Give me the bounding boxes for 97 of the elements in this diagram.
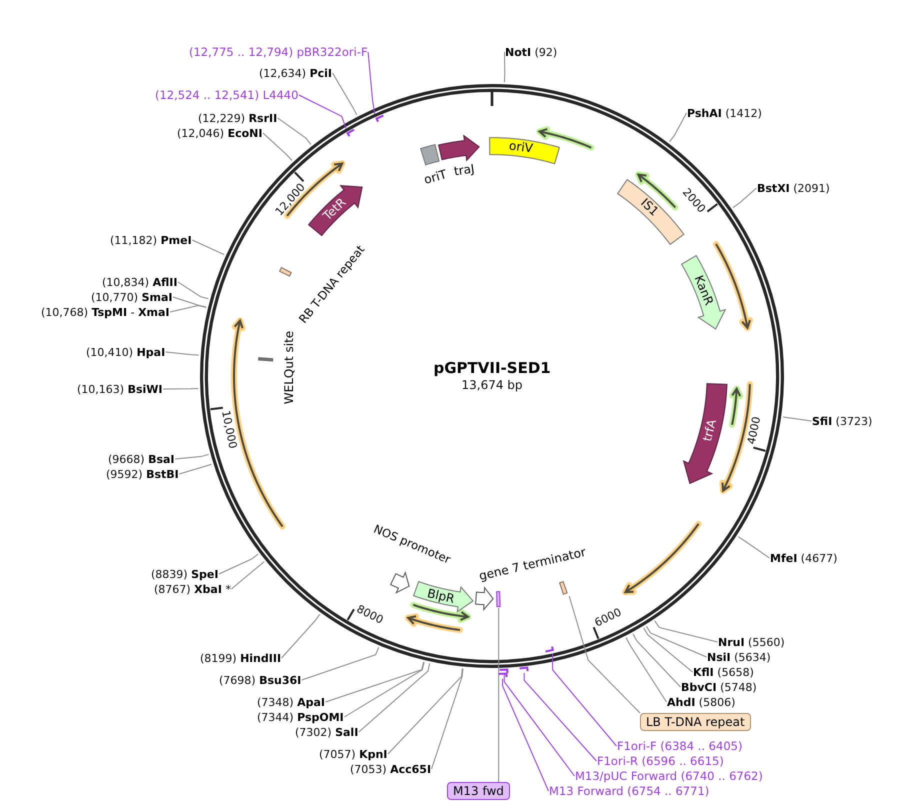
leader-line bbox=[277, 118, 312, 145]
primer-mark bbox=[544, 645, 554, 654]
scale-label: 6000 bbox=[593, 606, 624, 629]
feature-label: WELQut site bbox=[282, 331, 296, 405]
leader-line bbox=[172, 296, 207, 308]
leader-line bbox=[431, 668, 464, 770]
restriction-site-label: (7698) Bsu36I bbox=[219, 674, 302, 686]
primer-label: M13/pUC Forward (6740 .. 6762) bbox=[575, 770, 763, 782]
scale-label: 4000 bbox=[746, 415, 763, 446]
restriction-site-label: PshAI (1412) bbox=[687, 106, 762, 120]
restriction-site-label: (7344) PspOMI bbox=[257, 710, 344, 724]
primer-mark bbox=[498, 668, 510, 675]
restriction-site-label: (10,163) BsiWI bbox=[77, 382, 163, 396]
restriction-site-label: KflI (5658) bbox=[693, 666, 754, 678]
leader-line bbox=[344, 662, 425, 718]
restriction-site-label: (10,834) AflII bbox=[102, 276, 178, 288]
restriction-site-label: (8767) XbaI* bbox=[154, 582, 231, 596]
restriction-site-label: (9668) BsaI bbox=[108, 452, 175, 466]
primer-label: (12,524 .. 12,541) L4440 bbox=[155, 88, 298, 102]
feature-label: trfA bbox=[701, 418, 720, 442]
leader-line bbox=[324, 661, 424, 702]
leader-line bbox=[170, 305, 207, 312]
restriction-site-label: (7053) Acc65I bbox=[350, 762, 432, 776]
leader-line bbox=[632, 633, 681, 688]
leader-line bbox=[368, 52, 376, 115]
leader-line bbox=[669, 112, 687, 142]
leader-line bbox=[178, 464, 212, 474]
restriction-site-label: NsiI (5634) bbox=[707, 650, 771, 664]
feature-label: BlpR bbox=[426, 586, 456, 606]
restriction-site-label: (7302) SalI bbox=[295, 726, 358, 738]
primer-mark bbox=[374, 114, 385, 124]
scale-label: 8000 bbox=[355, 604, 386, 626]
restriction-site-label: (12,229) RsrII bbox=[198, 112, 278, 124]
restriction-site-label: MfeI (4677) bbox=[770, 552, 838, 564]
leader-line bbox=[387, 668, 463, 754]
leader-line bbox=[218, 554, 259, 574]
leader-line bbox=[301, 646, 380, 680]
leader-line bbox=[568, 596, 640, 714]
restriction-site-label: (9592) BstBI bbox=[106, 468, 179, 480]
restriction-site-label: NruI (5560) bbox=[718, 636, 785, 648]
leader-line bbox=[298, 94, 346, 129]
leader-line bbox=[332, 72, 358, 116]
leader-line bbox=[732, 188, 757, 208]
restriction-site-label: BstXI (2091) bbox=[757, 182, 830, 194]
restriction-site-label: (10,770) SmaI bbox=[91, 290, 172, 304]
leader-line bbox=[654, 620, 718, 642]
feature-label: IS1 bbox=[638, 196, 660, 220]
leader-line bbox=[174, 454, 210, 460]
leader-line bbox=[498, 608, 500, 782]
primer-mark bbox=[346, 128, 356, 138]
leader-line bbox=[358, 662, 430, 732]
primer-label: (12,775 .. 12,794) pBR322ori-F bbox=[189, 46, 368, 58]
leader-line bbox=[504, 52, 506, 83]
leader-line bbox=[230, 561, 265, 590]
feature-callout: LB T-DNA repeat bbox=[640, 713, 751, 731]
feature-label: oriV bbox=[508, 140, 534, 156]
restriction-site-label: (12,046) EcoNI bbox=[177, 126, 262, 140]
primer-mark bbox=[496, 672, 508, 679]
leader-line bbox=[552, 653, 617, 746]
restriction-site-label: AhdI (5806) bbox=[667, 696, 736, 708]
plasmid-size: 13,674 bp bbox=[462, 378, 523, 392]
leader-line bbox=[524, 672, 597, 762]
leader-line bbox=[782, 416, 812, 422]
leader-line bbox=[281, 614, 320, 658]
primer-label: M13 Forward (6754 .. 6771) bbox=[549, 784, 710, 798]
scale-label: 10,000 bbox=[220, 410, 238, 450]
leader-line bbox=[177, 282, 209, 300]
restriction-site-label: (8839) SpeI bbox=[151, 568, 218, 580]
restriction-site-label: (11,182) PmeI bbox=[110, 234, 192, 246]
restriction-site-label: SfiI (3723) bbox=[812, 414, 872, 428]
leader-line bbox=[262, 132, 293, 161]
feature-label: KanR bbox=[691, 273, 716, 308]
leader-line bbox=[738, 536, 770, 558]
primer-mark bbox=[518, 666, 529, 673]
leader-line bbox=[504, 674, 575, 776]
leader-line bbox=[192, 240, 225, 256]
restriction-site-label: (7057) KpnI bbox=[319, 748, 388, 760]
leader-line bbox=[626, 637, 667, 702]
restriction-site-label: (8199) HindIII bbox=[200, 652, 282, 664]
plasmid-name: pGPTVII-SED1 bbox=[434, 360, 551, 376]
feature-callout: M13 fwd bbox=[447, 782, 510, 800]
restriction-site-label: BbvCI (5748) bbox=[681, 680, 757, 694]
restriction-site-label: (10,410) HpaI bbox=[86, 346, 166, 358]
primer-label: F1ori-R (6596 .. 6615) bbox=[597, 754, 724, 768]
leader-line bbox=[165, 352, 200, 356]
feature-label: oriT bbox=[422, 168, 448, 188]
leader-line bbox=[643, 627, 693, 672]
restriction-site-label: NotI (92) bbox=[505, 46, 558, 58]
primer-label: F1ori-F (6384 .. 6405) bbox=[617, 740, 742, 752]
restriction-site-label: (7348) ApaI bbox=[257, 696, 325, 708]
feature-mark bbox=[558, 580, 570, 596]
restriction-site-label: (10,768) TspMI - XmaI bbox=[41, 306, 170, 318]
leader-line bbox=[502, 678, 549, 792]
leader-line bbox=[162, 388, 199, 390]
leader-line bbox=[646, 626, 707, 658]
restriction-site-label: (12,634) PciI bbox=[259, 66, 332, 80]
feature-label: traJ bbox=[454, 162, 476, 179]
